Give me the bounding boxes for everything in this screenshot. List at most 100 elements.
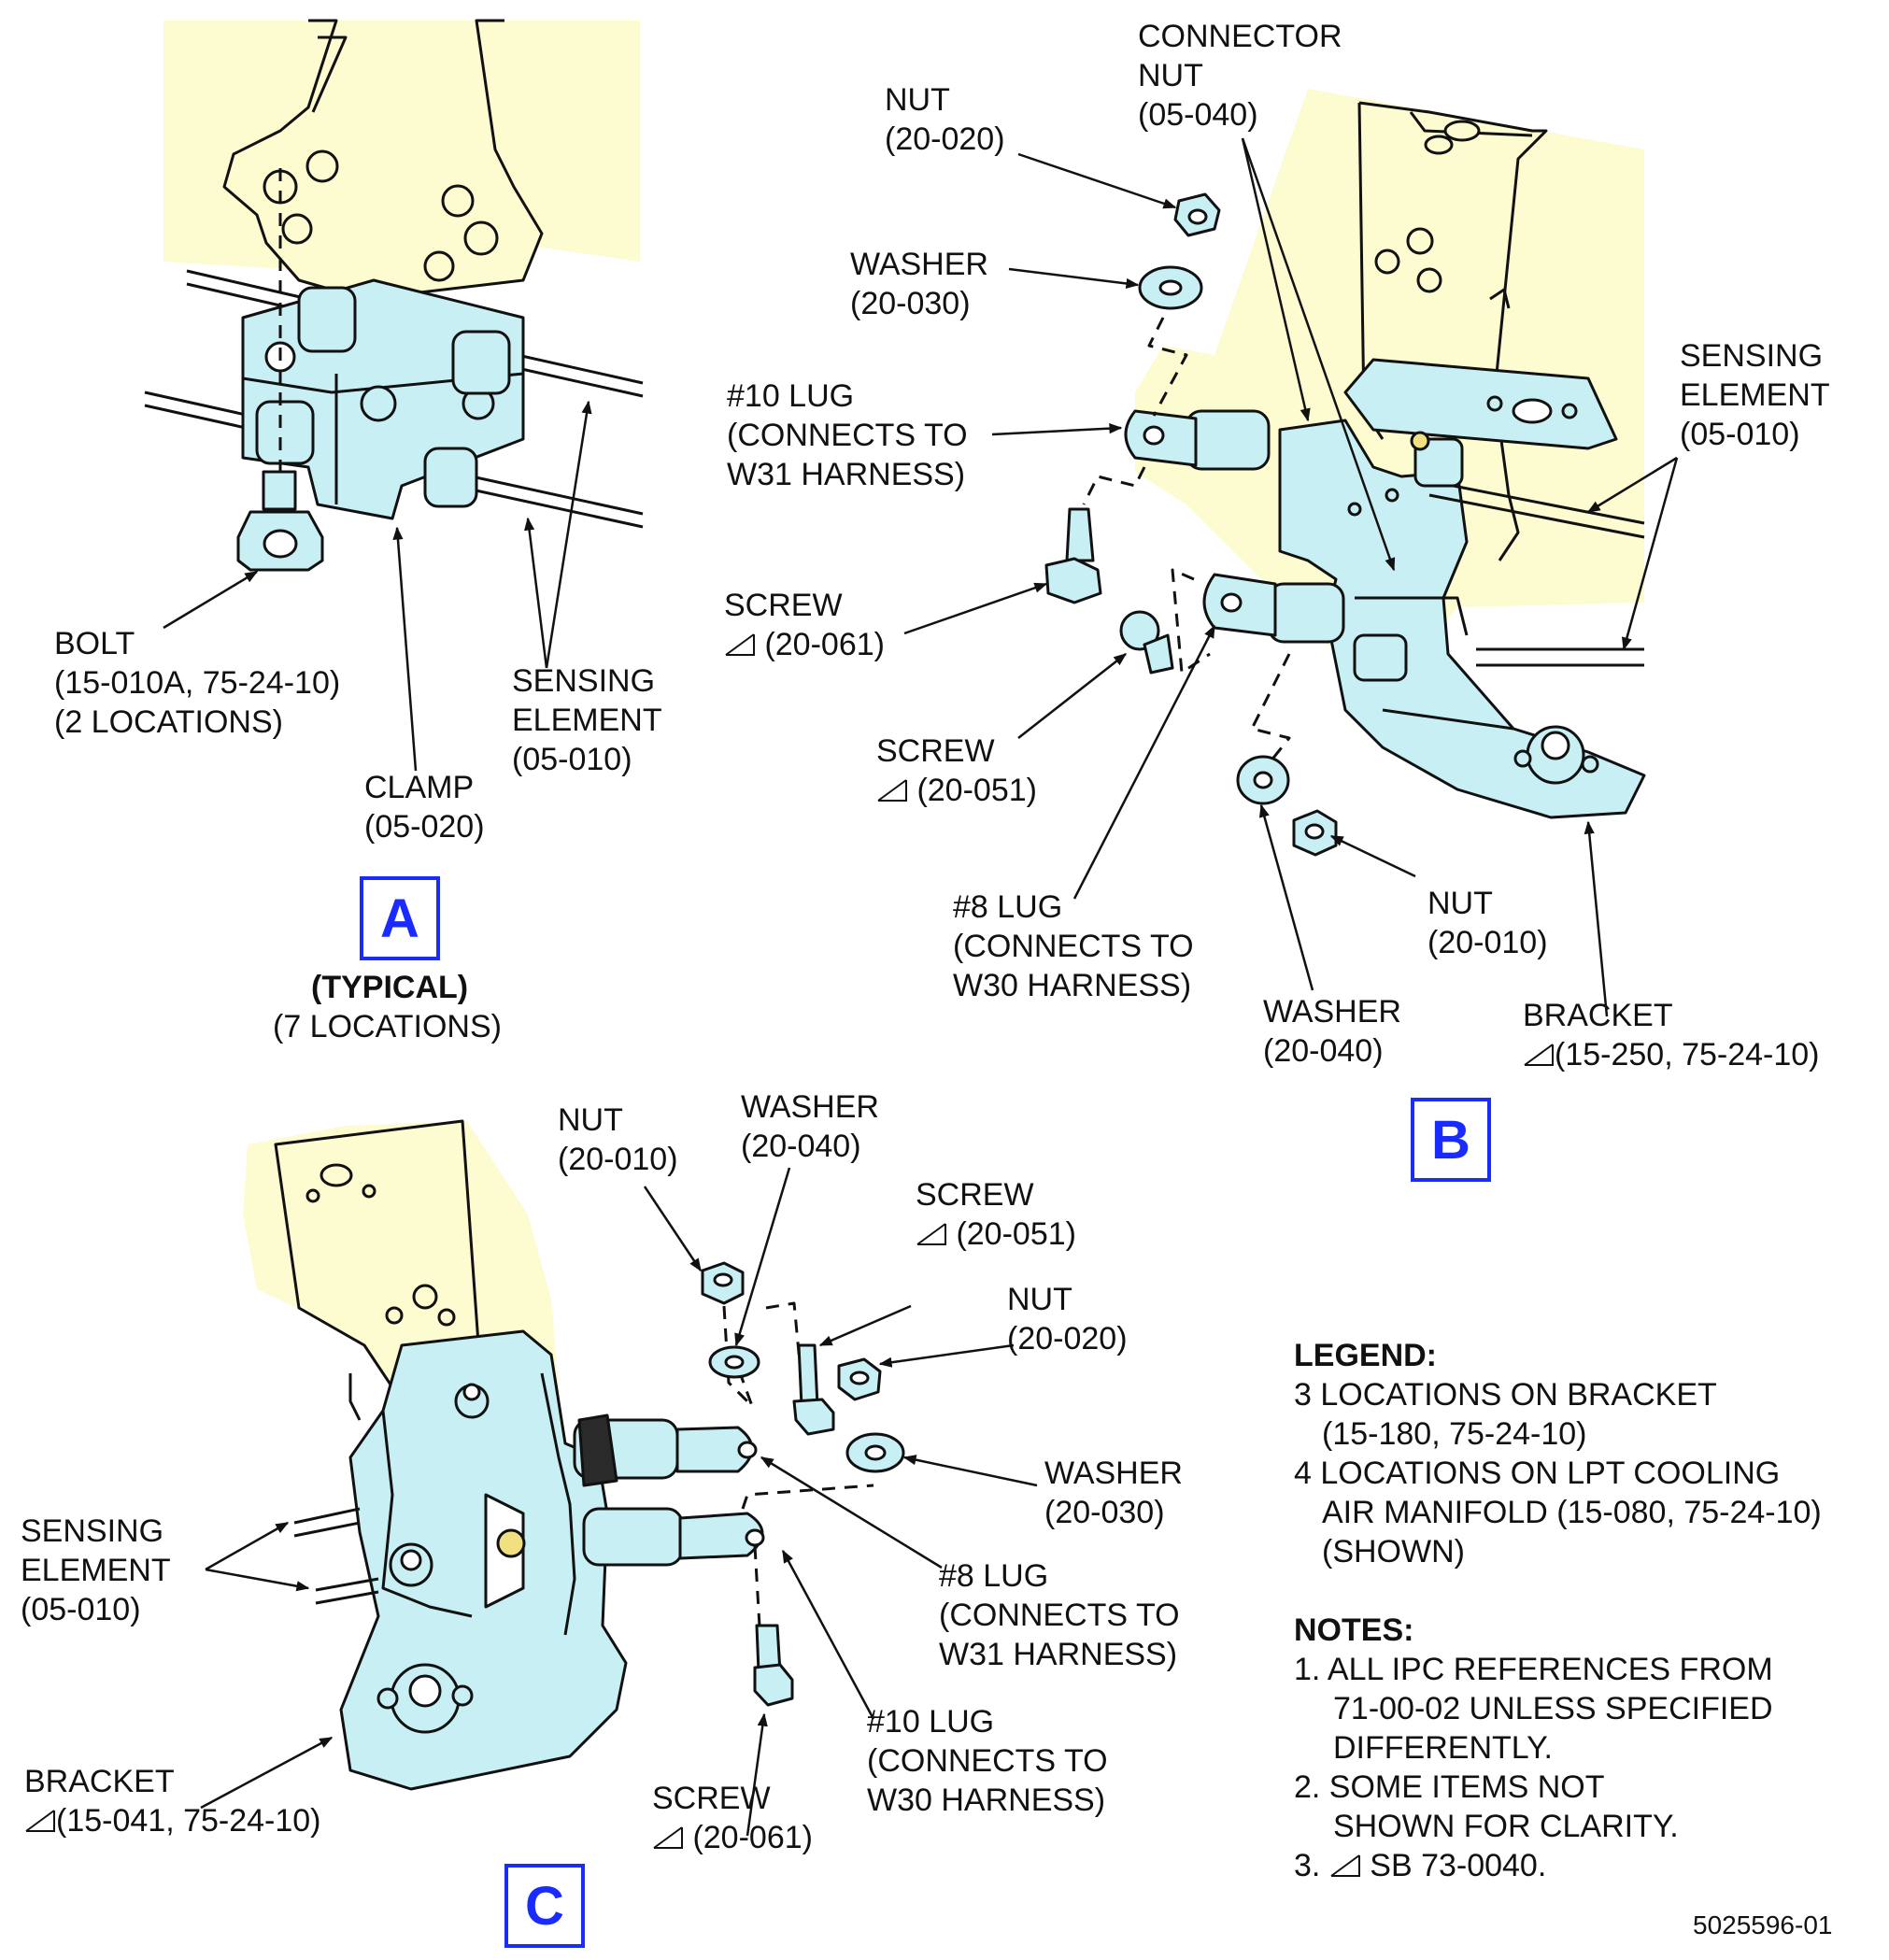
label-line: (2 LOCATIONS) [54, 704, 283, 740]
label-line: (05-010) [512, 742, 632, 777]
notes-title: NOTES: [1294, 1612, 1414, 1648]
legend-line: (SHOWN) [1322, 1534, 1465, 1569]
note-line: SHOWN FOR CLARITY. [1333, 1809, 1679, 1844]
legend-line: AIR MANIFOLD (15-080, 75-24-10) [1322, 1495, 1822, 1530]
label-line: NUT [1427, 886, 1493, 921]
label-line: #8 LUG [953, 889, 1063, 925]
note-3-triangle-icon [1524, 1044, 1554, 1066]
detail-box-c: C [504, 1864, 585, 1948]
note-text: SB 73-0040. [1370, 1848, 1547, 1883]
label-line: (20-030) [850, 286, 971, 321]
label-line: (20-020) [885, 121, 1005, 157]
label-line: SCREW [652, 1781, 771, 1816]
label-line: WASHER [850, 247, 988, 282]
label-line: #10 LUG [867, 1704, 995, 1740]
label-line: BRACKET [24, 1764, 175, 1799]
note-3-triangle-icon [653, 1826, 683, 1849]
label-screw-20-051-c: SCREW (20-051) [916, 1175, 1076, 1254]
label-line: (20-040) [1263, 1033, 1384, 1069]
label-clamp: CLAMP (05-020) [364, 768, 485, 846]
label-lug-10-c: #10 LUG (CONNECTS TO W30 HARNESS) [867, 1702, 1108, 1820]
label-text: (20-061) [764, 627, 885, 662]
label-lug-8-c: #8 LUG (CONNECTS TO W31 HARNESS) [939, 1556, 1180, 1674]
label-seven-locations: (7 LOCATIONS) [273, 1009, 502, 1044]
label-line: WASHER [1044, 1456, 1183, 1491]
label-line: (20-010) [558, 1142, 678, 1177]
label-nut-20-020-c: NUT (20-020) [1007, 1280, 1128, 1358]
legend-title: LEGEND: [1294, 1338, 1437, 1373]
label-text: (20-051) [916, 773, 1037, 808]
label-line: SCREW [724, 588, 843, 623]
label-text: (15-041, 75-24-10) [56, 1803, 321, 1839]
label-line: (20-040) [741, 1129, 861, 1164]
label-line: NUT [885, 82, 950, 118]
note-3-triangle-icon [725, 633, 755, 656]
note-3-triangle-icon [877, 779, 907, 802]
label-line: (20-030) [1044, 1495, 1165, 1530]
label-line: (20-020) [1007, 1321, 1128, 1356]
label-line: CLAMP [364, 770, 475, 805]
label-washer-20-040-b: WASHER (20-040) [1263, 992, 1401, 1071]
leader-lines [163, 137, 1679, 1837]
label-line: CONNECTOR [1138, 19, 1342, 54]
label-line: W31 HARNESS) [727, 457, 966, 492]
label-text: (20-051) [956, 1216, 1076, 1252]
label-line: (20-010) [1427, 925, 1548, 960]
label-line: SCREW [916, 1177, 1034, 1213]
legend-line: (15-180, 75-24-10) [1322, 1416, 1587, 1452]
label-line-with-note-symbol: (20-051) [876, 771, 1037, 810]
label-line: SENSING [21, 1513, 164, 1549]
label-sensing-element-b: SENSING ELEMENT (05-010) [1680, 336, 1830, 454]
label-line: SENSING [1680, 338, 1824, 374]
label-screw-20-061-c: SCREW (20-061) [652, 1779, 813, 1857]
label-sensing-element-a: SENSING ELEMENT (05-010) [512, 661, 662, 779]
label-lug-10-b: #10 LUG (CONNECTS TO W31 HARNESS) [727, 376, 968, 494]
label-nut-20-010-c: NUT (20-010) [558, 1101, 678, 1179]
detail-c-drawing [243, 1119, 905, 1791]
label-bracket-c: BRACKET (15-041, 75-24-10) [24, 1762, 321, 1840]
label-line-with-note-symbol: (20-061) [724, 625, 885, 664]
detail-a-drawing [144, 19, 644, 572]
label-line: BRACKET [1523, 998, 1673, 1033]
label-line: SENSING [512, 663, 656, 699]
note-line: 71-00-02 UNLESS SPECIFIED [1333, 1691, 1773, 1726]
label-line: BOLT [54, 626, 135, 661]
note-line: DIFFERENTLY. [1333, 1730, 1553, 1766]
label-line: (CONNECTS TO [939, 1598, 1180, 1633]
label-line: W31 HARNESS) [939, 1637, 1178, 1672]
label-washer-20-040-c: WASHER (20-040) [741, 1087, 879, 1166]
label-screw-20-061-b: SCREW (20-061) [724, 586, 885, 664]
label-line: SCREW [876, 733, 995, 769]
label-line: NUT [558, 1102, 623, 1138]
label-line: #8 LUG [939, 1558, 1049, 1594]
label-line: (05-010) [21, 1592, 141, 1627]
label-line-with-note-symbol: (15-250, 75-24-10) [1523, 1035, 1820, 1074]
label-line: ELEMENT [21, 1553, 171, 1588]
label-line: (15-010A, 75-24-10) [54, 665, 341, 701]
label-bracket-b: BRACKET (15-250, 75-24-10) [1523, 996, 1820, 1074]
label-line: W30 HARNESS) [953, 968, 1192, 1003]
label-nut-20-010-b: NUT (20-010) [1427, 884, 1548, 962]
label-line-with-note-symbol: (15-041, 75-24-10) [24, 1801, 321, 1840]
label-line-with-note-symbol: (20-051) [916, 1214, 1076, 1254]
label-screw-20-051-b: SCREW (20-051) [876, 731, 1037, 810]
figure-number: 5025596-01 [1693, 1910, 1833, 1939]
label-line: (05-010) [1680, 417, 1800, 452]
label-bolt: BOLT (15-010A, 75-24-10) (2 LOCATIONS) [54, 624, 340, 742]
legend-line: 4 LOCATIONS ON LPT COOLING [1294, 1456, 1781, 1491]
label-line: WASHER [741, 1089, 879, 1125]
label-lug-8-b: #8 LUG (CONNECTS TO W30 HARNESS) [953, 888, 1194, 1005]
label-line: (05-020) [364, 809, 485, 845]
note-3-triangle-icon [25, 1810, 55, 1832]
label-text: (20-061) [692, 1820, 813, 1855]
note-3: 3. SB 73-0040. [1294, 1846, 1822, 1885]
label-line: (05-040) [1138, 97, 1258, 133]
label-connector-nut: CONNECTOR NUT (05-040) [1138, 17, 1342, 135]
label-line: WASHER [1263, 994, 1401, 1030]
label-line: #10 LUG [727, 378, 855, 414]
label-line: W30 HARNESS) [867, 1782, 1106, 1818]
label-line: NUT [1138, 58, 1203, 93]
label-nut-20-020-b: NUT (20-020) [885, 80, 1005, 159]
legend-and-notes: LEGEND: 3 LOCATIONS ON BRACKET (15-180, … [1294, 1336, 1822, 1885]
